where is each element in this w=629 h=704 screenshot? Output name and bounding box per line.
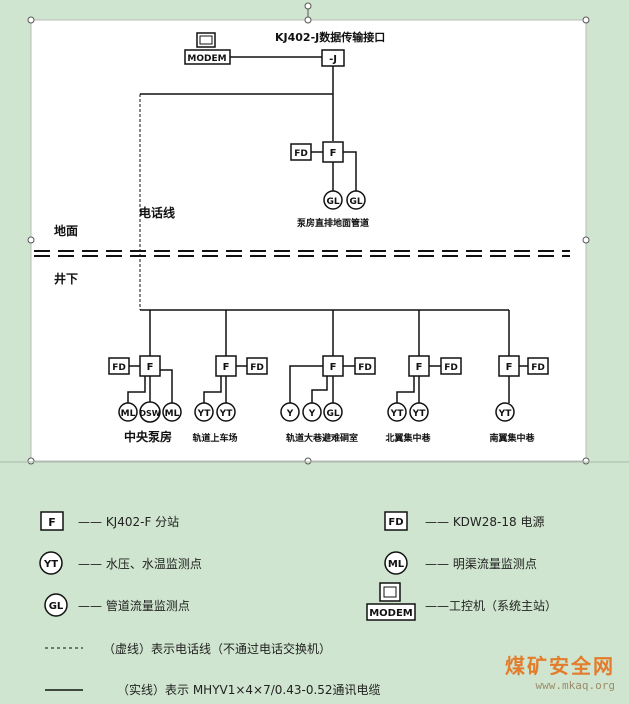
- station3-sensor-1-label: Y: [286, 409, 294, 419]
- handle-bottom-right[interactable]: [582, 457, 590, 465]
- station2-caption: 轨道上车场: [192, 432, 237, 444]
- station2-f-label: F: [223, 362, 230, 373]
- selection-handles[interactable]: [27, 2, 590, 465]
- legend-fd-symbol: [384, 511, 408, 531]
- phone-line-label: 电话线: [139, 205, 175, 220]
- diagram-canvas: [30, 19, 587, 462]
- underground-label: 井下: [54, 271, 78, 286]
- watermark-url: www.mkaq.org: [535, 679, 615, 692]
- station4-fd-label: FD: [444, 363, 458, 373]
- handle-top[interactable]: [304, 16, 312, 24]
- station1-caption: 中央泵房: [124, 429, 172, 444]
- rotate-handle[interactable]: [304, 2, 312, 10]
- station2-fd-label: FD: [250, 363, 264, 373]
- station3-sensor-2-label: Y: [308, 409, 316, 419]
- legend-gl-text: —— 管道流量监测点: [78, 599, 190, 613]
- surface-sensor-gl-1-label: GL: [326, 197, 339, 207]
- legend-ml-symbol: [384, 551, 408, 575]
- station-central-pump-room: FD F ML DSW ML 中央泵房: [108, 310, 182, 444]
- surface-station: FD F GL GL 泵房直排地面管道: [290, 141, 369, 229]
- legend-fd-text: —— KDW28-18 电源: [425, 515, 545, 529]
- site-watermark: 煤矿安全网 www.mkaq.org: [505, 650, 615, 692]
- legend-modem-symbol: [366, 603, 416, 621]
- station-south-wing: F FD YT 南翼集中巷: [489, 310, 549, 444]
- station2-sensor-2-label: YT: [219, 409, 234, 419]
- handle-right[interactable]: [582, 236, 590, 244]
- station3-f-label: F: [330, 362, 337, 373]
- station1-fd-label: FD: [112, 363, 126, 373]
- station2-fd-box: [246, 357, 268, 375]
- surface-station-caption: 泵房直排地面管道: [297, 217, 369, 229]
- watermark-title: 煤矿安全网: [505, 654, 615, 678]
- legend-yt-symbol-label: YT: [43, 559, 58, 570]
- legend-yt-symbol: [39, 551, 63, 575]
- station3-sensor-3-label: GL: [326, 409, 339, 419]
- handle-bottom-left[interactable]: [27, 457, 35, 465]
- station3-fd-box: [354, 357, 376, 375]
- station1-sensor-1-label: ML: [121, 409, 136, 419]
- legend-f-text: —— KJ402-F 分站: [78, 515, 180, 529]
- handle-top-left[interactable]: [27, 16, 35, 24]
- station1-sensor-2-label: DSW: [139, 409, 160, 418]
- legend-ml-text: —— 明渠流量监测点: [425, 557, 537, 571]
- legend-modem-text: ——工控机（系统主站）: [425, 599, 558, 613]
- legend-dashed-text: （虚线）表示电话线（不通过电话交换机）: [103, 642, 332, 656]
- legend-fd-symbol-label: FD: [388, 517, 403, 528]
- station5-caption: 南翼集中巷: [489, 432, 535, 444]
- j-interface-label: -J: [329, 54, 337, 65]
- station1-f-label: F: [147, 362, 154, 373]
- legend-gl-symbol-label: GL: [49, 601, 64, 612]
- interface-title: KJ402-J数据传输接口: [275, 30, 385, 44]
- surface-sensor-gl-2-label: GL: [349, 197, 362, 207]
- surface-sensor-gl-2: [346, 190, 366, 210]
- station5-fd-label: FD: [531, 363, 545, 373]
- legend-f-symbol-label: F: [48, 516, 56, 529]
- station-track-upper-yard: F FD YT YT 轨道上车场: [192, 310, 268, 444]
- station5-f-label: F: [506, 362, 513, 373]
- handle-bottom[interactable]: [304, 457, 312, 465]
- station4-sensor-2-label: YT: [412, 409, 427, 419]
- handle-left[interactable]: [27, 236, 35, 244]
- legend-modem-symbol-label: MODEM: [369, 608, 413, 619]
- station4-f-label: F: [416, 362, 423, 373]
- legend-yt-text: —— 水压、水温监测点: [78, 557, 202, 571]
- legend-f-symbol: [40, 511, 64, 531]
- surface-label: 地面: [54, 223, 78, 238]
- surface-fd-label: FD: [294, 149, 308, 159]
- station1-sensor-3-label: ML: [165, 409, 180, 419]
- modem-pc: MODEM: [184, 32, 231, 65]
- station4-sensor-1-label: YT: [390, 409, 405, 419]
- legend-solid-text: （实线）表示 MHYV1×4×7/0.43-0.52通讯电缆: [117, 683, 381, 697]
- legend-gl-symbol: [44, 593, 68, 617]
- station-north-wing: F FD YT YT 北翼集中巷: [385, 310, 462, 444]
- legend-ml-symbol-label: ML: [388, 559, 405, 570]
- station-refuge-chamber: F FD Y Y GL 轨道大巷避难硐室: [280, 310, 376, 444]
- station2-sensor-1-label: YT: [197, 409, 212, 419]
- station5-fd-box: [527, 357, 549, 375]
- ground-divider: [34, 250, 570, 257]
- modem-label: MODEM: [187, 54, 226, 64]
- station4-caption: 北翼集中巷: [385, 432, 431, 444]
- legend-symbols: F FD YT ML GL MODEM: [39, 511, 416, 691]
- handle-top-right[interactable]: [582, 16, 590, 24]
- station3-caption: 轨道大巷避难硐室: [286, 432, 358, 444]
- station5-sensor-1-label: YT: [498, 409, 513, 419]
- surface-sensor-gl-1: [323, 190, 343, 210]
- station4-fd-box: [440, 357, 462, 375]
- surface-f-label: F: [330, 148, 337, 159]
- station3-fd-label: FD: [358, 363, 372, 373]
